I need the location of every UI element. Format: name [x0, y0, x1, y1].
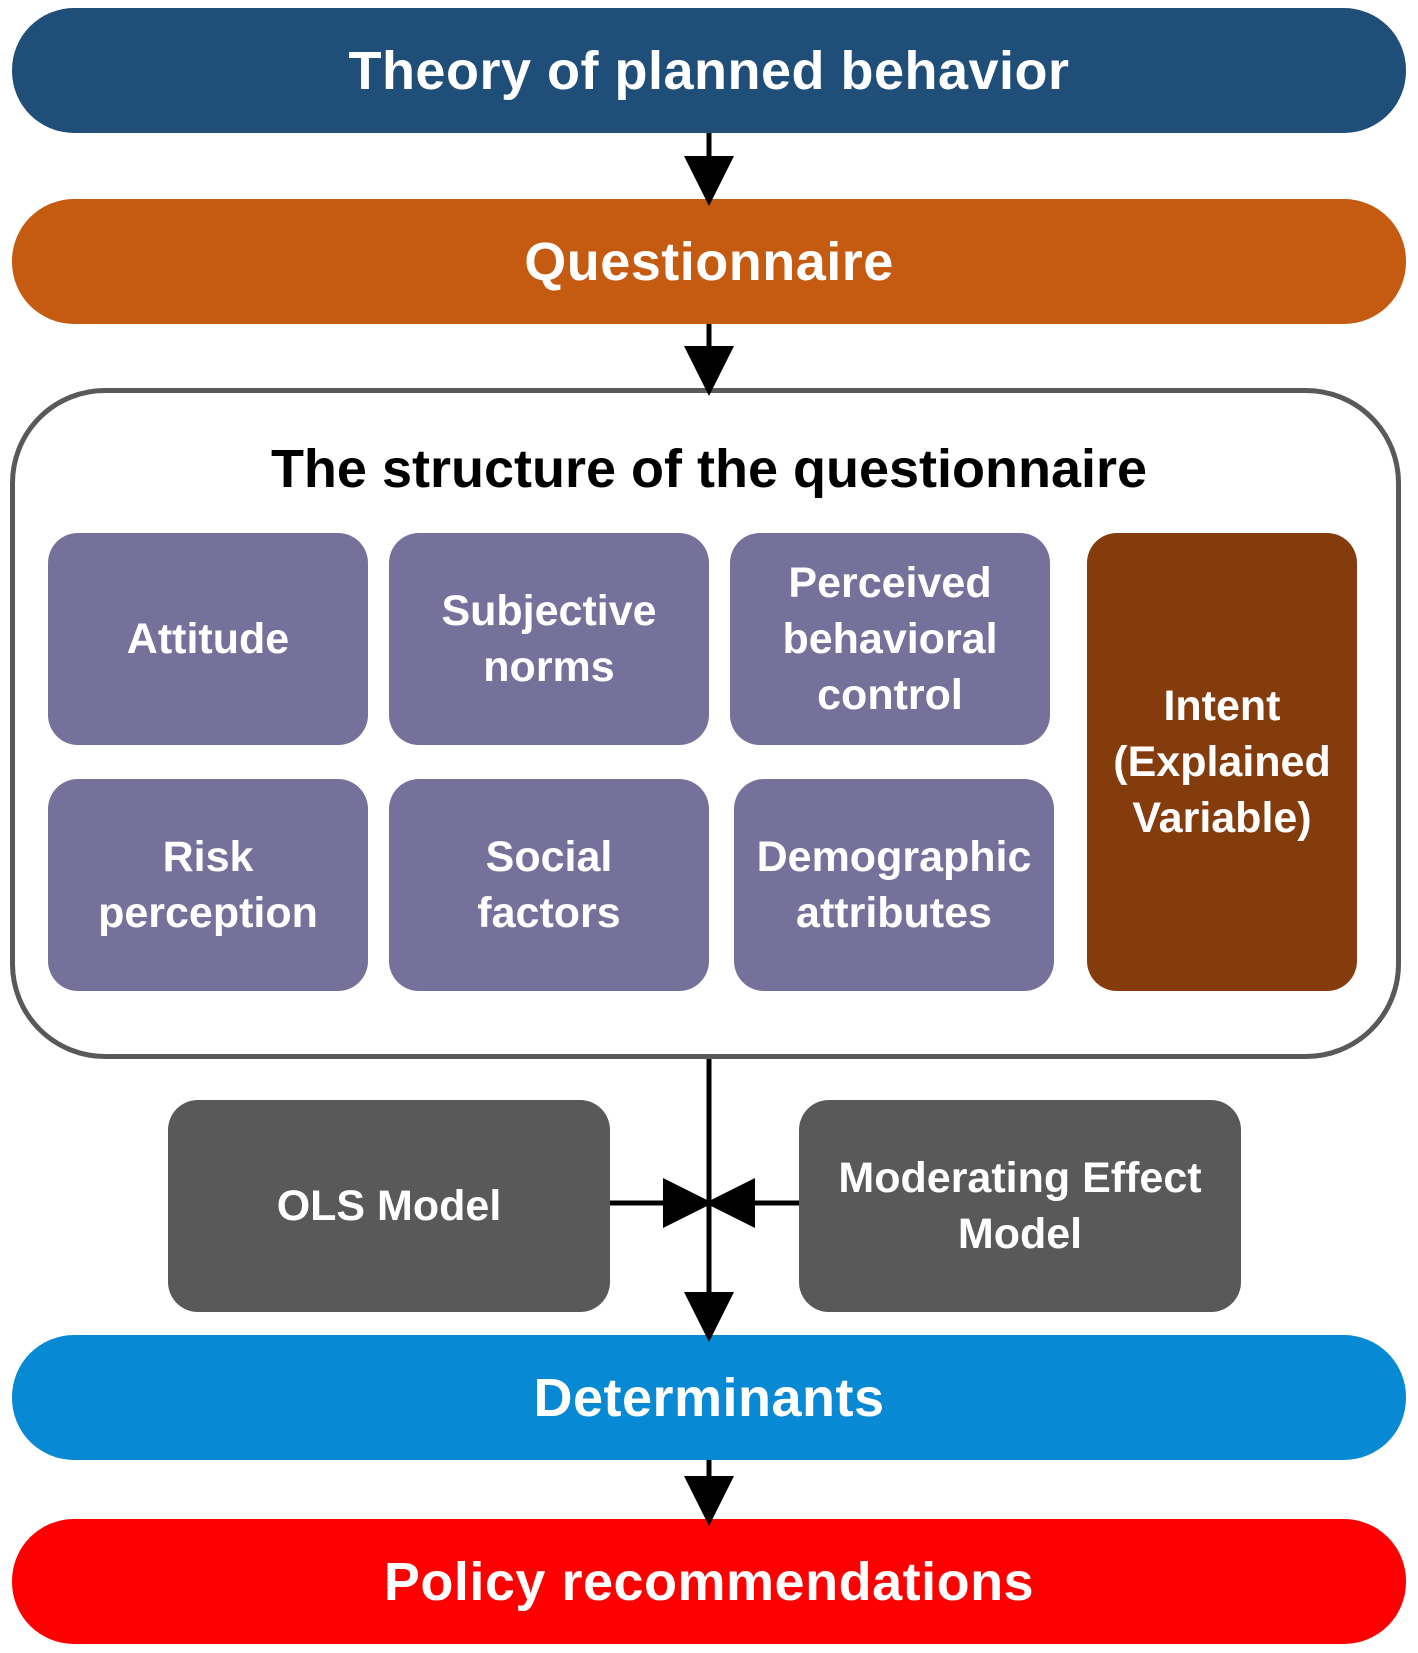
ols-model-box: OLS Model — [168, 1100, 610, 1312]
determinants-stage-label: Determinants — [533, 1367, 885, 1428]
policy-recommendations-stage: Policy recommendations — [12, 1519, 1406, 1644]
determinants-stage: Determinants — [12, 1335, 1406, 1460]
questionnaire-stage-label: Questionnaire — [524, 231, 894, 292]
attitude-label: Attitude — [126, 615, 290, 663]
questionnaire-stage: Questionnaire — [12, 199, 1406, 324]
questionnaire-structure-title: The structure of the questionnaire — [270, 439, 1148, 499]
theory-stage-label: Theory of planned behavior — [348, 40, 1070, 101]
theory-of-planned-behavior-stage: Theory of planned behavior — [12, 8, 1406, 133]
ols-model-label: OLS Model — [276, 1182, 502, 1230]
attitude-box: Attitude — [48, 533, 368, 745]
policy-stage-label: Policy recommendations — [383, 1551, 1035, 1612]
